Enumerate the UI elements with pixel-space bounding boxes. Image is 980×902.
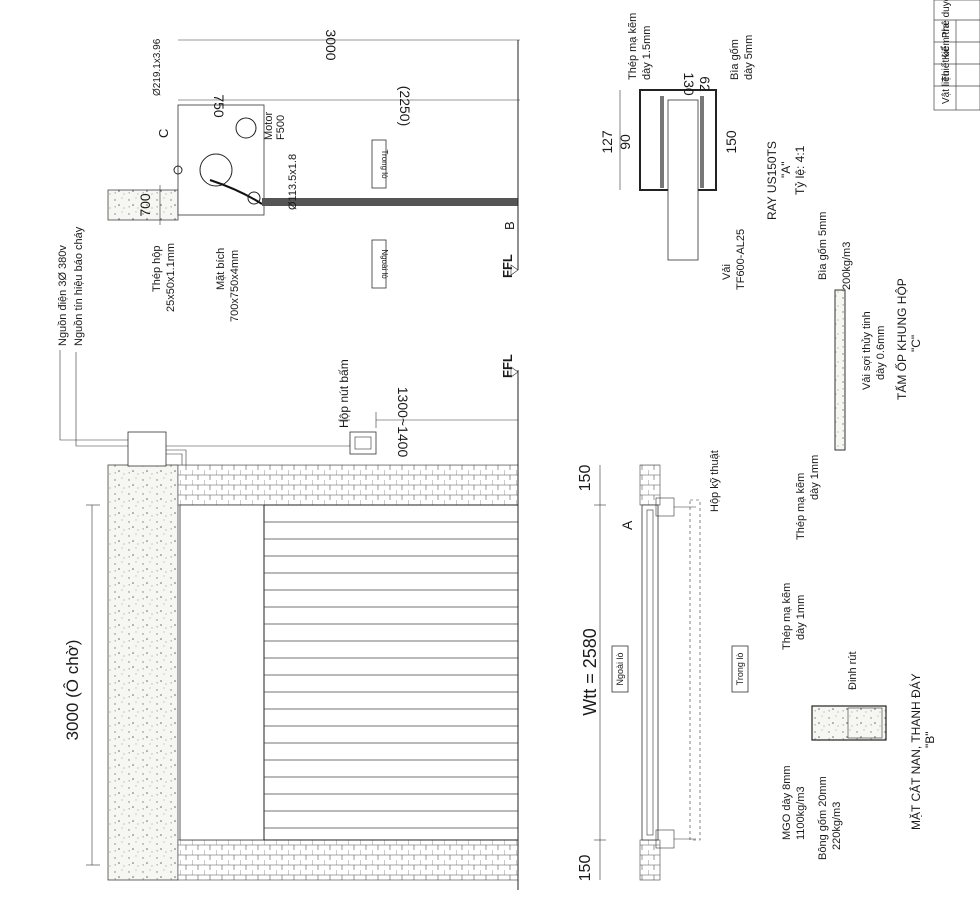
detail-a-fabric-model: TF600-AL25 [735, 229, 747, 290]
detail-b-rivet: Đinh rút [847, 651, 859, 690]
dim-3000: 3000 [323, 29, 339, 60]
flange-label: Mặt bích [215, 248, 227, 290]
elevation-view: 3000 (Ô chờ) Nguồn điện 3Ø 380v Nguồn tí… [57, 226, 519, 890]
dim-90: 90 [617, 134, 633, 150]
steel-box-size: 25x50x1.1mm [165, 243, 177, 312]
dim-700: 700 [137, 193, 153, 217]
detail-b: Thép mạ kẽm dày 1mm Đinh rút MGO dày 8mm… [781, 583, 937, 860]
detail-b-wool: Bông gốm 20mm [817, 776, 829, 860]
coil-drum [199, 153, 233, 187]
detail-c: Bìa gốm 5mm 200kg/m3 Vải sợi thủy tinh d… [795, 212, 923, 540]
detail-a-steel-thk: dày 1.5mm [641, 26, 653, 80]
slat-section [811, 705, 887, 741]
motor-icon [235, 117, 257, 139]
shaft-label: Ø219.1x3.96 [152, 38, 163, 96]
detail-a-board-thk: dày 5mm [743, 35, 755, 80]
title-block: Vật liệu Thiết kế Kiểm tra Phê duyệt [933, 0, 980, 111]
detail-a: 127 90 150 130 62 Thép mạ kẽm dày 1.5mm … [599, 13, 807, 290]
table-row-0: Vật liệu [941, 71, 952, 104]
plan-dim-right: 150 [577, 855, 594, 882]
button-box-label: Hộp nút bấm [337, 359, 351, 428]
detail-c-steel: Thép mạ kẽm [795, 473, 807, 540]
detail-b-mgo-density: 1100kg/m3 [795, 786, 807, 840]
power-wire [59, 350, 128, 441]
detail-c-title: TẤM ỐP KHUNG HỘP [894, 278, 909, 400]
plan-view: Hộp kỹ thuật 150 150 Wtt = 2580 Ngoài lò… [577, 450, 749, 882]
detail-a-mark: "A" [779, 161, 793, 178]
section-outside-label: Ngoài lò [380, 249, 389, 279]
table-row-2: Kiểm tra [940, 22, 952, 60]
detail-b-title: MẶT CẮT NAN, THANH ĐÁY [908, 673, 923, 830]
plan-outside-label: Ngoài lò [615, 652, 625, 685]
detail-a-steel: Thép mạ kẽm [627, 13, 639, 80]
fire-signal-label: Nguồn tín hiệu báo cháy [73, 226, 85, 346]
door-slats [264, 521, 518, 829]
coil-box [179, 504, 265, 841]
motor-model: F500 [275, 115, 287, 140]
detail-b-mark: "B" [923, 731, 937, 748]
dim-62: 62 [697, 76, 713, 92]
detail-c-mark: "C" [909, 335, 923, 352]
detail-a-scale: Tỷ lệ: 4:1 [793, 145, 807, 195]
dim-750: 750 [211, 94, 227, 118]
detail-c-fiber-thk: dày 0.6mm [875, 326, 887, 380]
table-row-3: Phê duyệt [941, 0, 952, 38]
plan-wall-bottom [639, 839, 661, 881]
junction-box [127, 431, 167, 467]
detail-a-fabric: Vải [721, 264, 733, 280]
table-row-1: Thiết kế [940, 46, 952, 82]
flange-size: 700x750x4mm [229, 250, 241, 322]
dim-127: 127 [599, 130, 615, 154]
steel-box-label: Thép hộp [151, 246, 163, 292]
ffl-label-elev: FFL [500, 354, 515, 378]
button-wire [166, 440, 351, 447]
dim-130: 130 [681, 72, 697, 96]
plan-wall-top [639, 464, 661, 506]
tech-box-outline [689, 499, 701, 841]
detail-b-wool-density: 220kg/m3 [831, 802, 843, 850]
detail-b-steel: Thép mạ kẽm [781, 583, 793, 650]
plan-width-dim: Wtt = 2580 [580, 628, 600, 716]
detail-c-density: 200kg/m3 [841, 242, 853, 290]
plan-dim-left: 150 [577, 465, 594, 492]
door-curtain [263, 504, 519, 841]
plan-inside-label: Trong lò [735, 653, 745, 686]
plan-mark-a: A [619, 520, 635, 530]
push-button-box [349, 431, 377, 455]
mark-c: C [156, 129, 171, 138]
panel-layers [834, 289, 846, 451]
curtain-path [209, 179, 263, 205]
section-view: 3000 (2250) 750 700 C Ø219.1x3.96 Motor … [107, 29, 520, 322]
button-height-dim: 1300~1400 [395, 387, 411, 458]
power-label: Nguồn điện 3Ø 380v [57, 245, 69, 346]
brick-wall-top [177, 464, 519, 506]
concrete-lintel [107, 464, 179, 881]
dim-total-height: 3000 (Ô chờ) [63, 640, 82, 741]
mark-b: B [502, 221, 517, 230]
rail-fabric [667, 99, 699, 261]
detail-c-fiber: Vải sợi thủy tinh [861, 311, 873, 390]
dim-150: 150 [723, 130, 739, 154]
detail-c-steel-thk: dày 1mm [809, 455, 821, 500]
detail-a-board: Bìa gốm [729, 39, 741, 80]
detail-a-title: RAY US150TS [765, 141, 779, 220]
pipe-label: Ø113.5x1.8 [287, 154, 299, 210]
section-inside-label: Trong lò [380, 149, 389, 179]
detail-b-steel-thk: dày 1mm [795, 595, 807, 640]
section-curtain [262, 198, 518, 206]
tech-box-label: Hộp kỹ thuật [709, 450, 721, 512]
dim-2250: (2250) [397, 86, 413, 126]
detail-b-mgo: MGO dày 8mm [781, 765, 793, 840]
guide-pipe [247, 191, 261, 205]
detail-c-board: Bìa gốm 5mm [817, 212, 829, 280]
motor-label: Motor [263, 112, 275, 140]
plan-door-leaf [641, 504, 659, 841]
brick-wall-bottom [177, 839, 519, 881]
